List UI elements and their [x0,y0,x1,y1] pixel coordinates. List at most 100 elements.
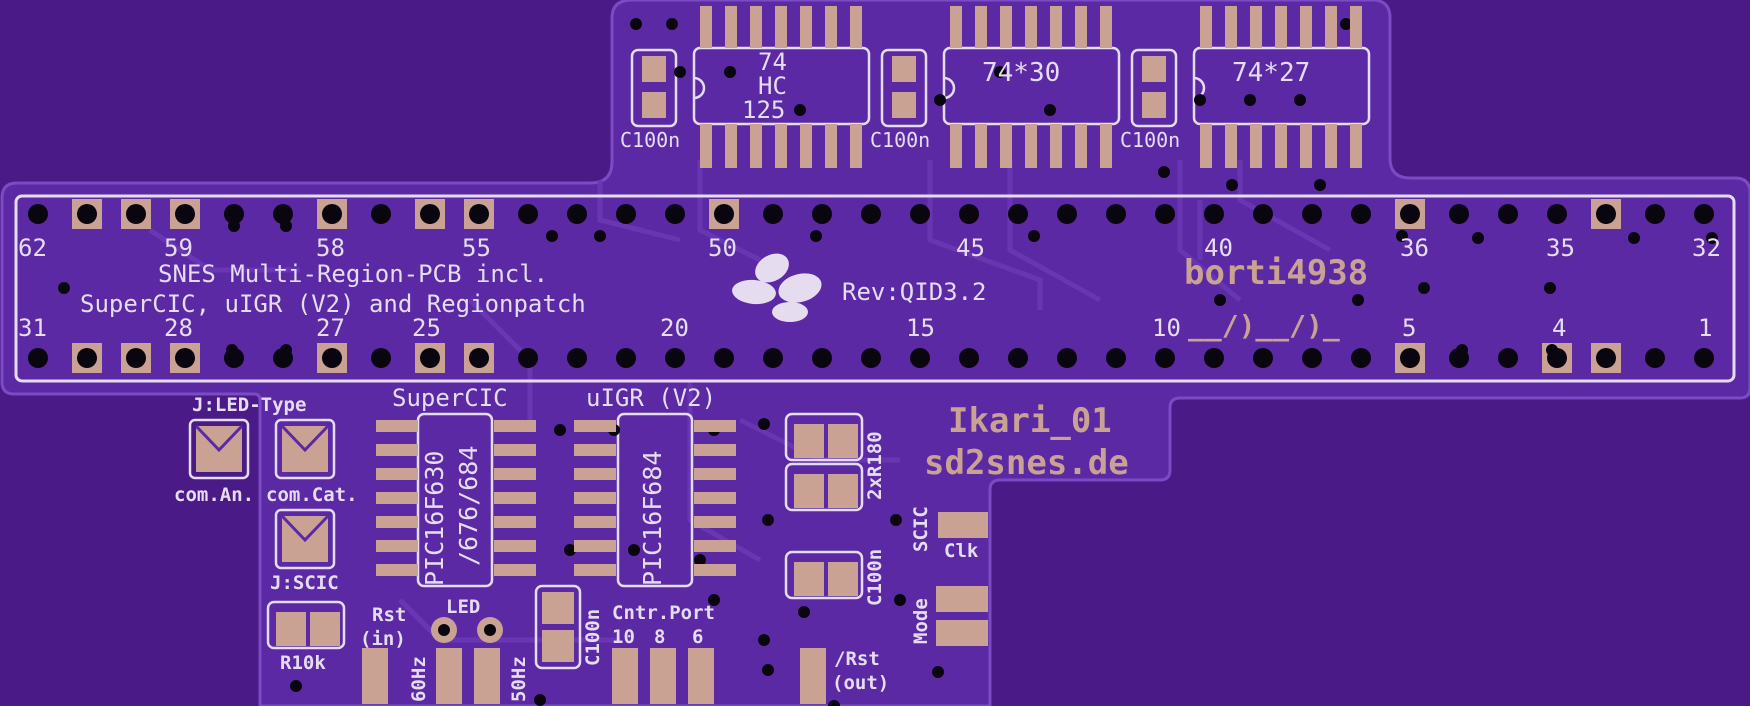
ic-pad [750,124,762,168]
pin-hole [616,204,636,224]
pin-num-20: 20 [660,314,689,342]
pin-hole [1302,348,1322,368]
led-label: LED [446,596,481,618]
pin-num-36: 36 [1400,234,1429,262]
supercic-chip-label-2: /676/684 [454,445,483,566]
ic-pad [825,124,837,168]
pin-num-5: 5 [1402,314,1417,342]
ic-pad [376,420,418,432]
cap-pad [642,92,666,118]
ic-pad [574,468,616,480]
ic-pad [1100,6,1112,48]
ic-pad [1350,6,1362,48]
via [890,514,902,526]
cap-pad [542,592,574,624]
ic-pad [1000,124,1012,168]
pin-hole [1645,348,1665,368]
via [1294,94,1306,106]
ic-pad [574,540,616,552]
pin-hole [1008,204,1028,224]
ic-pad [494,420,536,432]
ic-pad [1250,124,1262,168]
jumper-scic-outline [274,508,336,570]
pin-hole [1204,204,1224,224]
ic-pad [700,6,712,48]
pin-hole [224,204,244,224]
via [1352,294,1364,306]
pin-hole [371,204,391,224]
pin-hole [1596,348,1616,368]
pin-hole [77,204,97,224]
ic-pad [825,6,837,48]
ic-pad [1200,124,1212,168]
edge-connector-pins [28,199,1714,373]
r180-label: 2xR180 [864,431,886,500]
pin-hole [1694,204,1714,224]
vias [58,18,1718,706]
ic-pad [376,492,418,504]
ic-pad [574,444,616,456]
pin-hole [763,348,783,368]
via [1456,344,1468,356]
resistor-pad [828,424,858,458]
via [280,344,292,356]
resistor-pad [794,474,824,508]
pin-hole [1155,348,1175,368]
pin-hole [1155,204,1175,224]
pin-hole [861,348,881,368]
ic-pad [574,492,616,504]
via [1544,282,1556,294]
pin-num-10: 10 [1152,314,1181,342]
via [58,282,70,294]
via [810,230,822,242]
cntr-pin-10: 10 [612,626,635,648]
pin-num-32: 32 [1692,234,1721,262]
via [994,66,1006,78]
board-title-line-1: SNES Multi-Region-PCB incl. [158,260,549,288]
ic-pad [494,516,536,528]
via [932,666,944,678]
ic-pad [1350,124,1362,168]
ic-pad [494,564,536,576]
resistor-pad [828,562,858,596]
via [1028,230,1040,242]
ic-pad [376,444,418,456]
com-cat-label: com.Cat. [266,484,358,506]
ic-pad [1325,6,1337,48]
ic-pad [1100,124,1112,168]
60hz-label: 60Hz [408,656,430,702]
ic-pad [950,124,962,168]
j-scic-label: J:SCIC [270,572,339,594]
ic-pad [725,6,737,48]
pin-hole [175,348,195,368]
pin-hole [518,348,538,368]
pin-hole [1008,348,1028,368]
ic-pad [376,540,418,552]
via [1472,232,1484,244]
board-title-line-2: SuperCIC, uIGR (V2) and Regionpatch [80,290,586,318]
via [708,594,720,606]
via [534,694,546,706]
ic-pad [775,124,787,168]
cap-label-2: C100n [870,128,931,152]
via [1158,166,1170,178]
pin-hole [1694,348,1714,368]
ic-pad [1050,6,1062,48]
cap4-label: C100n [582,608,604,666]
pin-hole [28,204,48,224]
pin-hole [420,204,440,224]
via [226,344,238,356]
ic-pad [775,6,787,48]
resistor-pad [794,424,824,458]
pin-hole [812,348,832,368]
r180b-outline [784,462,864,512]
ic-pad [694,564,736,576]
pin-hole [126,204,146,224]
via [674,66,686,78]
cap-label-1: C100n [620,128,681,152]
uigr-label: uIGR (V2) [586,384,717,412]
pin-hole [1645,204,1665,224]
pin-hole [1400,204,1420,224]
cntr-port-label: Cntr.Port [612,602,715,624]
via [630,18,642,30]
